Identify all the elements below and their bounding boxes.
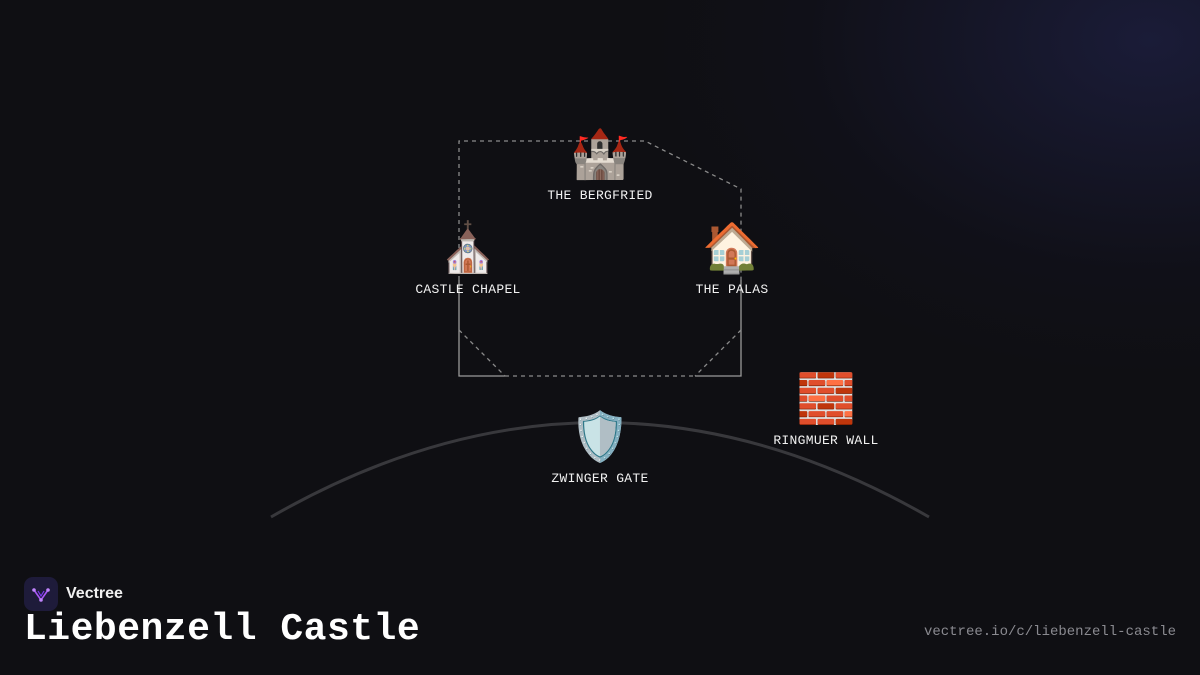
node-ringmuer-wall[interactable]: 🧱 RINGMUER WALL <box>773 371 878 448</box>
node-zwinger-gate[interactable]: 🛡️ ZWINGER GATE <box>551 409 648 486</box>
brand-name: Vectree <box>66 585 123 602</box>
node-bergfried[interactable]: 🏰 THE BERGFRIED <box>547 126 652 203</box>
castle-icon: 🏰 <box>570 126 630 182</box>
shield-icon: 🛡️ <box>570 409 630 465</box>
palas-diagonal <box>694 329 742 377</box>
page-url[interactable]: vectree.io/c/liebenzell-castle <box>923 624 1176 640</box>
church-icon: ⛪ <box>438 220 498 276</box>
chapel-diagonal <box>458 329 506 377</box>
node-label: THE BERGFRIED <box>547 188 653 203</box>
page-title: Liebenzell Castle <box>24 608 421 651</box>
node-label: THE PALAS <box>695 282 769 297</box>
node-castle-chapel[interactable]: ⛪ CASTLE CHAPEL <box>415 220 520 297</box>
house-icon: 🏠 <box>702 220 762 276</box>
node-label: CASTLE CHAPEL <box>415 282 521 297</box>
brick-icon: 🧱 <box>796 371 856 427</box>
palas-connector <box>695 280 742 377</box>
brand[interactable]: Vectree <box>24 577 123 611</box>
vectree-logo-icon <box>24 577 58 611</box>
node-the-palas[interactable]: 🏠 THE PALAS <box>696 220 769 297</box>
chapel-connector <box>458 280 505 377</box>
outer-arc <box>270 421 930 519</box>
node-label: RINGMUER WALL <box>773 433 879 448</box>
node-label: ZWINGER GATE <box>551 471 649 486</box>
